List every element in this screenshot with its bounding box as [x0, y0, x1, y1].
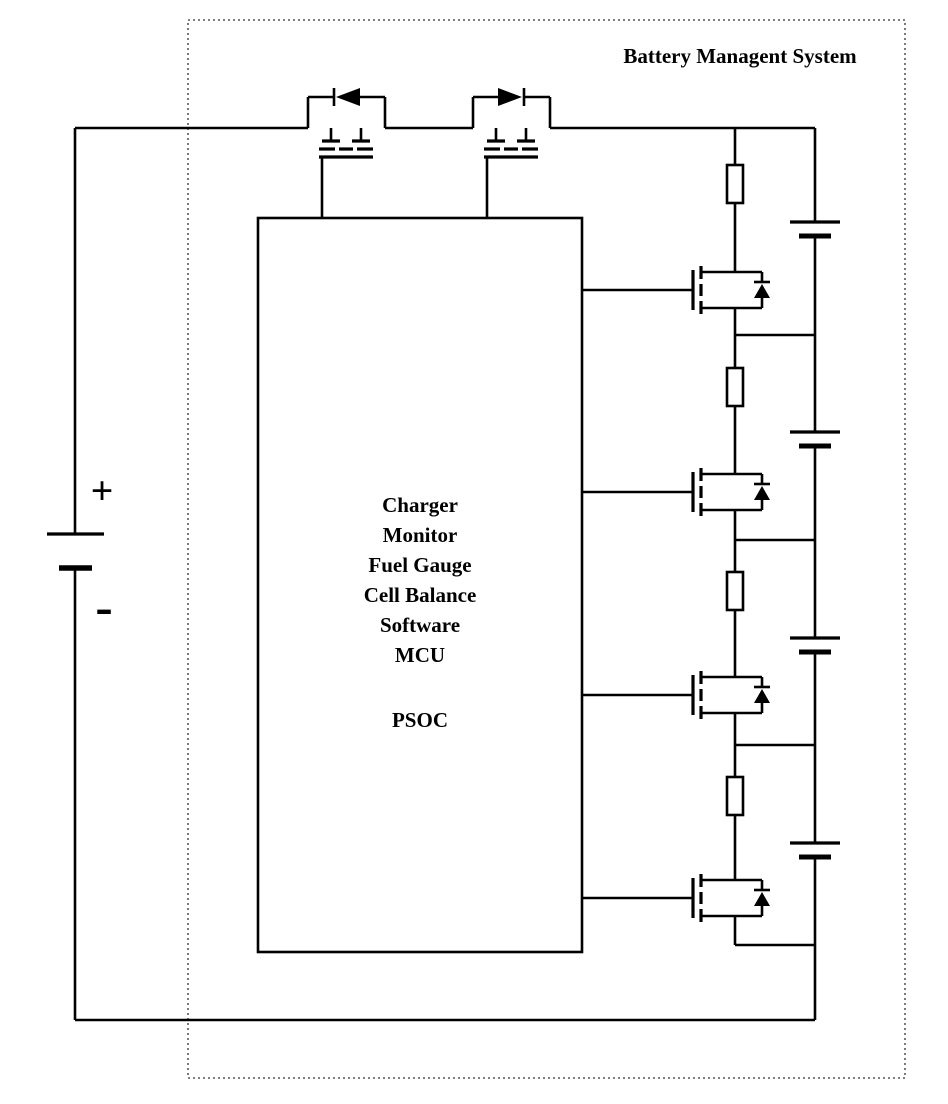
wire-cell-links [735, 333, 815, 947]
balance-circuit-4 [582, 775, 770, 922]
battery-symbol: + - [47, 468, 113, 636]
mcu-block-group: Charger Monitor Fuel Gauge Cell Balance … [256, 216, 584, 954]
mcu-label-software: Software [380, 613, 460, 637]
balance-mosfet-3-body-diode [754, 677, 770, 713]
balance-circuit-2 [582, 366, 770, 516]
diode-arrow-right [498, 88, 522, 106]
balance-resistor-1 [725, 163, 745, 205]
balance-mosfet-2 [691, 468, 770, 516]
charge-mosfet [306, 88, 387, 218]
mcu-label-mcu: MCU [395, 643, 445, 667]
cell-3 [790, 636, 840, 655]
charge-mosfet-body-diode [306, 88, 387, 128]
discharge-mosfet-body-diode [471, 88, 552, 128]
balance-mosfet-1-body-diode [754, 272, 770, 308]
balance-circuit-3 [582, 570, 770, 719]
mcu-label-charger: Charger [382, 493, 458, 517]
mcu-label-psoc: PSOC [392, 708, 448, 732]
battery-negative-label: - [95, 579, 112, 636]
balance-mosfet-3 [691, 671, 770, 719]
bms-boundary-box [187, 19, 906, 1079]
mcu-label-cell-balance: Cell Balance [364, 583, 477, 607]
balance-mosfet-1 [691, 266, 770, 314]
cell-1 [790, 220, 840, 239]
cell-2 [790, 430, 840, 449]
mcu-block [256, 216, 584, 954]
discharge-mosfet [471, 88, 552, 218]
balance-resistor-2 [725, 366, 745, 408]
battery-positive-label: + [91, 468, 114, 513]
balance-mosfet-4-body-diode [754, 880, 770, 916]
cell-4 [790, 841, 840, 860]
balance-mosfet-4 [691, 874, 770, 922]
mcu-label-monitor: Monitor [383, 523, 458, 547]
mcu-label-fuel-gauge: Fuel Gauge [368, 553, 471, 577]
circuit-wires [73, 126, 817, 1022]
balance-resistor-3 [725, 570, 745, 612]
bms-title: Battery Managent System [623, 44, 857, 68]
diode-arrow-left [336, 88, 360, 106]
balance-mosfet-2-body-diode [754, 474, 770, 510]
balance-resistor-4 [725, 775, 745, 817]
balance-circuit-1 [582, 163, 770, 314]
